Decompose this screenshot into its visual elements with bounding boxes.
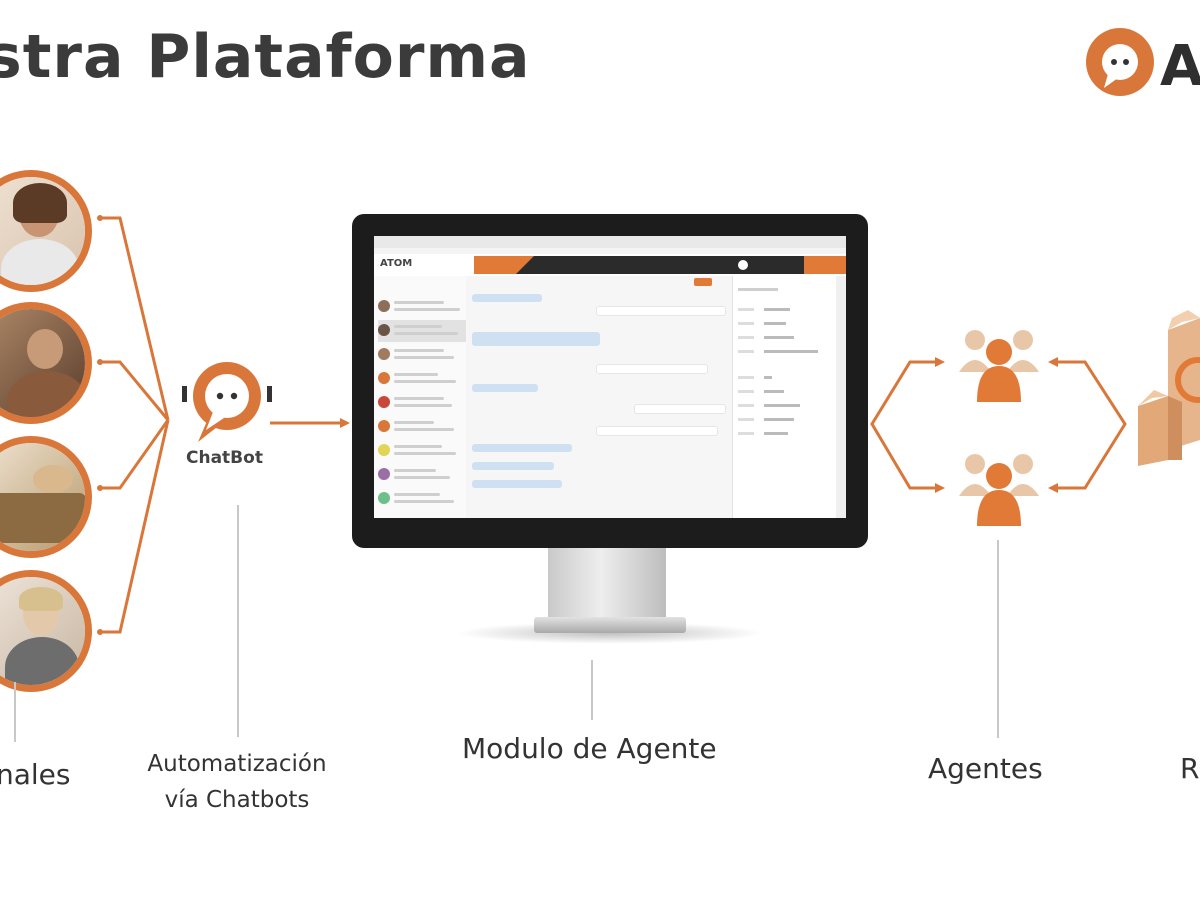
guide-line-canales (14, 682, 16, 742)
agent-module-screen: ATOM (374, 236, 846, 518)
chatbot-icon (182, 362, 272, 442)
channel-avatar-4 (0, 570, 92, 692)
label-agentes: Agentes (928, 752, 1043, 785)
page-title: stra Plataforma (0, 22, 531, 92)
screen-brand: ATOM (380, 258, 413, 269)
chatbot-label: ChatBot (186, 448, 263, 468)
label-automatizacion: Automatización vía Chatbots (132, 746, 342, 818)
monitor-stand (548, 548, 666, 622)
monitor-base (534, 617, 686, 633)
label-automatizacion-line1: Automatización (147, 751, 327, 777)
monitor-shadow (455, 622, 765, 644)
logo-icon (1086, 28, 1154, 96)
guide-line-modulo (591, 660, 593, 720)
label-automatizacion-line2: vía Chatbots (164, 787, 310, 813)
label-modulo-agente: Modulo de Agente (462, 732, 717, 765)
guide-line-agentes (997, 540, 999, 738)
monitor: ATOM (352, 214, 868, 548)
agents-group-icon-top (959, 330, 1039, 402)
guide-line-automatizacion (237, 505, 239, 737)
label-right-partial: R (1180, 752, 1200, 785)
channel-avatar-1 (0, 170, 92, 292)
channel-avatar-2 (0, 302, 92, 424)
logo-text: A (1160, 34, 1200, 99)
agents-group-icon-bottom (959, 454, 1039, 526)
channel-avatar-3 (0, 436, 92, 558)
label-canales: nales (0, 758, 71, 791)
boxes-icon (1138, 310, 1200, 466)
